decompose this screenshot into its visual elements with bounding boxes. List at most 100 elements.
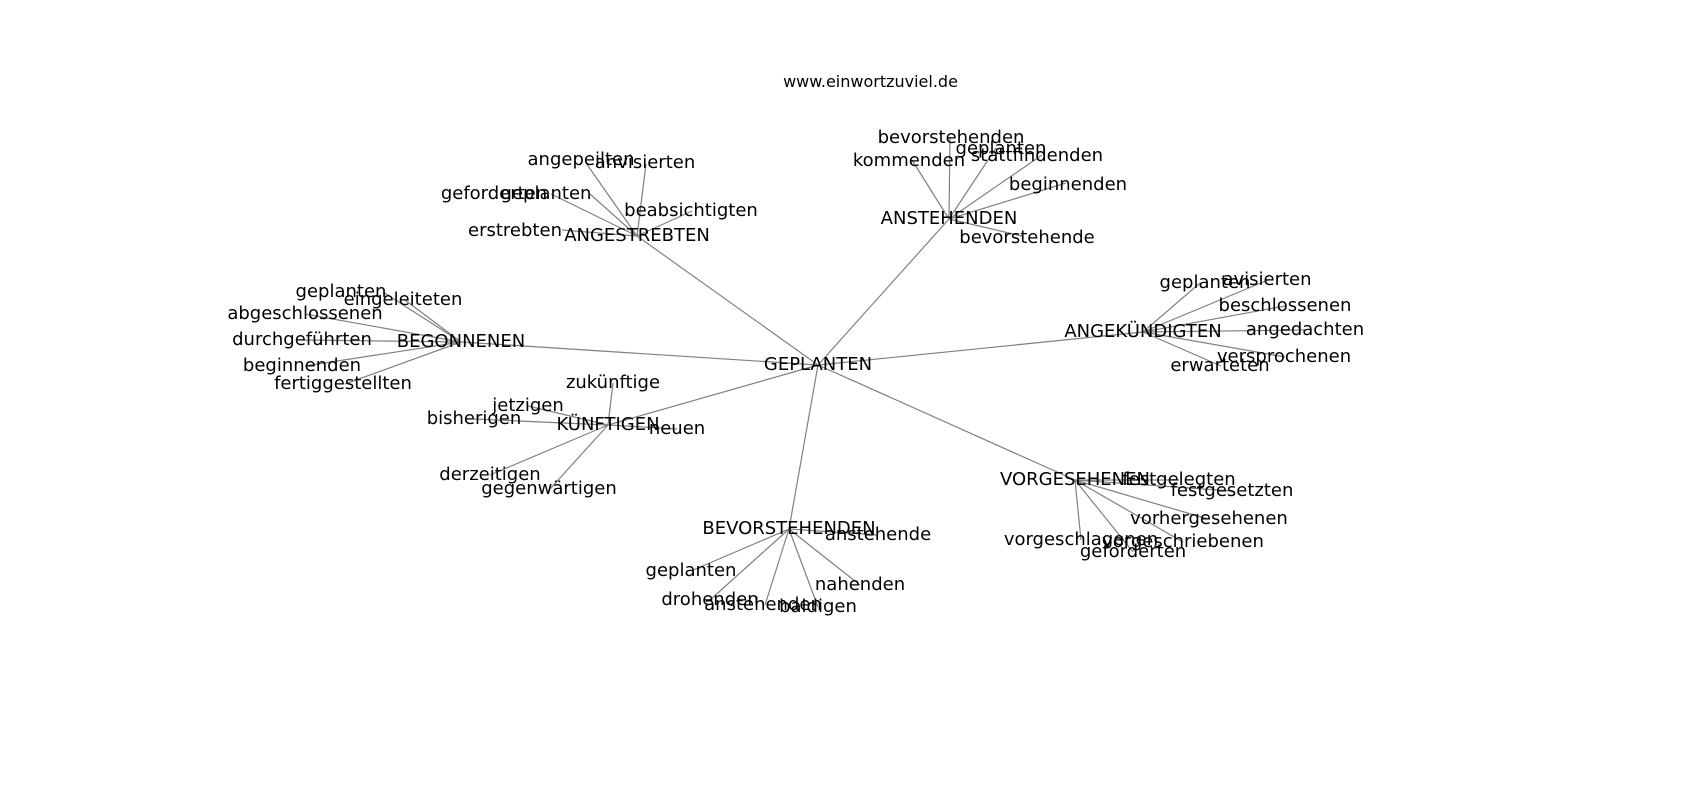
leaf-node-kuenftigen-3: neuen bbox=[649, 418, 705, 439]
edge-angestrebten-5 bbox=[561, 229, 638, 237]
edge-angestrebten-2 bbox=[550, 193, 638, 237]
edge-begonnenen-1 bbox=[404, 299, 462, 343]
edge-angekuendigten-5 bbox=[1142, 331, 1222, 367]
leaf-node-anstehenden-4: beginnenden bbox=[1009, 174, 1127, 195]
edge-center-kuenftigen bbox=[607, 364, 819, 426]
leaf-node-anstehenden-0: bevorstehenden bbox=[878, 127, 1025, 148]
leaf-node-angestrebten-5: erstrebten bbox=[468, 220, 562, 241]
edge-center-anstehenden bbox=[817, 218, 950, 366]
edge-bevorstehenden-0 bbox=[788, 528, 879, 536]
edge-anstehenden-1 bbox=[948, 147, 997, 220]
leaf-node-angestrebten-1: anvisierten bbox=[595, 152, 696, 173]
edge-angekuendigten-1 bbox=[1142, 279, 1269, 333]
leaf-node-angekuendigten-5: erwarteten bbox=[1170, 355, 1269, 376]
hub-node-kuenftigen: KÜNFTIGEN bbox=[556, 413, 659, 435]
edge-vorgesehenen-2 bbox=[1074, 479, 1209, 520]
leaf-node-bevorstehenden-2: nahenden bbox=[815, 574, 905, 595]
leaf-node-begonnenen-5: fertiggestellten bbox=[274, 373, 412, 394]
center-node: GEPLANTEN bbox=[764, 354, 872, 375]
leaf-node-anstehenden-2: kommenden bbox=[853, 150, 965, 171]
leaf-node-anstehenden-3: stattfindenden bbox=[971, 145, 1103, 166]
edge-angekuendigten-4 bbox=[1142, 331, 1286, 358]
hub-node-anstehenden: ANSTEHENDEN bbox=[881, 208, 1018, 229]
edge-vorgesehenen-5 bbox=[1074, 479, 1134, 553]
edge-kuenftigen-3 bbox=[607, 424, 678, 430]
leaf-node-begonnenen-4: beginnenden bbox=[243, 355, 361, 376]
edge-anstehenden-0 bbox=[948, 136, 951, 220]
edge-begonnenen-3 bbox=[301, 339, 462, 343]
edge-bevorstehenden-5 bbox=[788, 528, 819, 608]
edge-angestrebten-0 bbox=[585, 162, 638, 237]
leaf-node-angestrebten-3: geplanten bbox=[501, 183, 592, 204]
leaf-node-angestrebten-2: geforderten bbox=[441, 183, 547, 204]
edge-anstehenden-4 bbox=[948, 182, 1067, 220]
leaf-node-begonnenen-3: durchgeführten bbox=[232, 329, 372, 350]
hub-node-angestrebten: ANGESTREBTEN bbox=[564, 225, 710, 246]
edge-angestrebten-1 bbox=[636, 163, 647, 237]
leaf-node-vorgesehenen-3: vorgeschlagenen bbox=[1004, 529, 1158, 550]
edge-anstehenden-5 bbox=[948, 218, 1023, 237]
edge-anstehenden-3 bbox=[948, 154, 1043, 220]
edge-bevorstehenden-1 bbox=[690, 528, 790, 572]
source-watermark: www.einwortzuviel.de bbox=[783, 72, 958, 91]
leaf-node-kuenftigen-4: derzeitigen bbox=[439, 464, 540, 485]
leaf-node-kuenftigen-0: zukünftige bbox=[566, 372, 660, 393]
leaf-node-angestrebten-4: beabsichtigten bbox=[624, 200, 758, 221]
leaf-node-kuenftigen-5: gegenwärtigen bbox=[481, 478, 617, 499]
leaf-node-vorgesehenen-2: vorhergesehenen bbox=[1130, 508, 1288, 529]
leaf-node-begonnenen-1: eingeleiteten bbox=[344, 289, 463, 310]
leaf-node-angekuendigten-3: angedachten bbox=[1246, 319, 1364, 340]
edge-begonnenen-2 bbox=[304, 313, 462, 343]
leaf-node-angekuendigten-2: beschlossenen bbox=[1219, 295, 1352, 316]
leaf-node-bevorstehenden-4: anstehenden bbox=[704, 594, 822, 615]
edge-begonnenen-0 bbox=[382, 291, 462, 343]
edge-kuenftigen-0 bbox=[607, 382, 614, 426]
leaf-node-anstehenden-5: bevorstehende bbox=[959, 227, 1094, 248]
hub-node-bevorstehenden: BEVORSTEHENDEN bbox=[702, 518, 875, 539]
leaf-node-bevorstehenden-1: geplanten bbox=[646, 560, 737, 581]
leaf-node-angestrebten-0: angepeilten bbox=[528, 149, 635, 170]
edge-kuenftigen-4 bbox=[489, 424, 609, 476]
leaf-node-angekuendigten-1: avisierten bbox=[1222, 269, 1311, 290]
edge-kuenftigen-2 bbox=[473, 418, 609, 426]
leaf-node-vorgesehenen-0: festgelegten bbox=[1122, 469, 1235, 490]
edge-bevorstehenden-2 bbox=[788, 528, 861, 586]
edge-kuenftigen-5 bbox=[549, 424, 609, 490]
edge-angekuendigten-3 bbox=[1142, 329, 1306, 333]
leaf-node-bevorstehenden-0: anstehende bbox=[825, 524, 931, 545]
leaf-node-vorgesehenen-1: festgesetzten bbox=[1171, 480, 1294, 501]
leaf-node-bevorstehenden-5: baldigen bbox=[779, 596, 857, 617]
hub-node-begonnenen: BEGONNENEN bbox=[397, 331, 525, 352]
edge-kuenftigen-1 bbox=[527, 405, 609, 426]
edge-center-vorgesehenen bbox=[817, 364, 1076, 481]
edge-center-angestrebten bbox=[636, 235, 819, 366]
edges-layer bbox=[301, 136, 1306, 608]
edge-vorgesehenen-4 bbox=[1074, 479, 1184, 543]
leaf-node-vorgesehenen-4: vorgeschriebenen bbox=[1102, 531, 1264, 552]
edge-angestrebten-4 bbox=[636, 210, 693, 237]
edge-center-bevorstehenden bbox=[788, 364, 819, 530]
leaf-node-anstehenden-1: geplanten bbox=[956, 138, 1047, 159]
hub-node-vorgesehenen: VORGESEHENEN bbox=[1000, 469, 1150, 490]
leaf-node-angekuendigten-4: versprochenen bbox=[1217, 346, 1351, 367]
leaf-node-kuenftigen-2: bisherigen bbox=[427, 408, 522, 429]
edge-vorgesehenen-3 bbox=[1074, 479, 1082, 541]
edge-vorgesehenen-1 bbox=[1074, 479, 1233, 492]
leaf-node-begonnenen-2: abgeschlossenen bbox=[227, 303, 382, 324]
leaf-node-begonnenen-0: geplanten bbox=[296, 281, 387, 302]
edge-center-angekuendigten bbox=[817, 331, 1144, 366]
leaf-node-kuenftigen-1: jetzigen bbox=[491, 395, 564, 416]
edge-bevorstehenden-4 bbox=[764, 528, 790, 606]
leaf-node-bevorstehenden-3: drohenden bbox=[661, 589, 758, 610]
hub-node-angekuendigten: ANGEKÜNDIGTEN bbox=[1064, 320, 1221, 342]
edge-center-begonnenen bbox=[460, 341, 819, 366]
edge-angekuendigten-2 bbox=[1142, 305, 1286, 333]
leaf-node-vorgesehenen-5: geforderten bbox=[1080, 541, 1186, 562]
edge-begonnenen-4 bbox=[304, 341, 462, 367]
leaf-node-angekuendigten-0: geplanten bbox=[1160, 272, 1251, 293]
edge-angekuendigten-0 bbox=[1142, 282, 1201, 333]
edge-anstehenden-2 bbox=[911, 159, 950, 220]
edge-angestrebten-3 bbox=[589, 193, 638, 237]
edge-begonnenen-5 bbox=[344, 341, 462, 385]
